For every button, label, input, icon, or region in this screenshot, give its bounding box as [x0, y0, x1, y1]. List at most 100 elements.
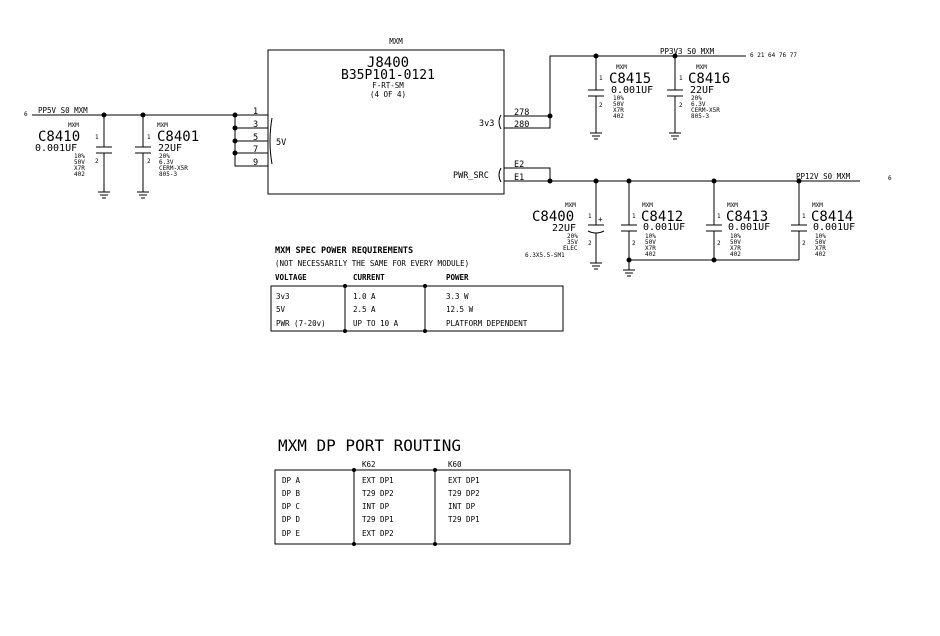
cap-value: 0.001UF — [611, 85, 653, 96]
pin-number: 2 — [599, 102, 603, 109]
pin-number: 1 — [717, 213, 721, 220]
cap-spec: 10% — [74, 153, 85, 160]
cap-spec: 805-3 — [691, 113, 709, 120]
spec-cell: 5V — [276, 305, 286, 314]
pin-number: 2 — [717, 240, 721, 247]
pin-number: 2 — [632, 240, 636, 247]
cap-group: MXM — [565, 202, 576, 209]
cap-group: MXM — [727, 202, 738, 209]
cap-spec: CERM-X5R — [159, 165, 188, 172]
cap-spec: X7R — [74, 165, 85, 172]
spec-table-border — [270, 285, 564, 332]
pp5v-net: 6 PP5V_S0_MXM — [24, 106, 235, 118]
dp-cell: INT DP — [362, 502, 390, 511]
dp-routing-table: MXM DP PORT ROUTING K62 K60 DP A EXT DP1… — [274, 436, 571, 546]
pin-5: 5 — [253, 133, 258, 143]
dp-table-dividers — [353, 470, 436, 544]
cap-spec: 10% — [730, 233, 741, 240]
cap-group: MXM — [616, 64, 627, 71]
dp-cell: DP E — [282, 529, 301, 538]
pin-number: 2 — [95, 158, 99, 165]
cap-spec: 20% — [567, 233, 578, 240]
connector-group-label: MXM — [389, 37, 403, 46]
cap-spec: 6.3V — [691, 101, 706, 108]
cap-spec: 6.3X5.5-SM1 — [525, 252, 565, 259]
capacitor-symbol — [667, 56, 683, 140]
junction-dot — [232, 138, 238, 144]
cap-spec: 805-3 — [159, 171, 177, 178]
pin-3: 3 — [253, 120, 258, 130]
spec-cell: 12.5 W — [446, 305, 474, 314]
cap-spec: X7R — [645, 245, 656, 252]
pin-e2: E2 — [514, 160, 524, 170]
pin-number: 1 — [588, 213, 592, 220]
capacitor-c8414: MXM C8414 0.001UF 1 2 10% 50V X7R 402 — [791, 181, 855, 260]
capacitor-symbol — [135, 115, 151, 199]
dp-cell: DP C — [282, 502, 300, 511]
ground-symbol — [623, 260, 635, 277]
pin-280: 280 — [514, 120, 529, 130]
cap-value: 22UF — [552, 223, 576, 234]
dp-cell: DP A — [282, 476, 301, 485]
cap-spec: X7R — [613, 107, 624, 114]
cap-group: MXM — [68, 122, 79, 129]
dp-cell: T29 DP1 — [448, 515, 480, 524]
cap-group: MXM — [696, 64, 707, 71]
polarity-plus: + — [598, 215, 603, 224]
spec-power-table: MXM SPEC POWER REQUIREMENTS (NOT NECESSA… — [270, 246, 564, 333]
capacitor-symbol — [588, 56, 604, 140]
junction-dot — [232, 125, 238, 131]
cap-spec: 20% — [691, 95, 702, 102]
dp-cell: T29 DP1 — [362, 515, 394, 524]
dp-cell: DP D — [282, 515, 301, 524]
pin-number: 1 — [95, 134, 99, 141]
spec-cell: UP TO 10 A — [353, 319, 399, 328]
capacitor-c8401: MXM C8401 22UF 1 2 20% 6.3V CERM-X5R 805… — [135, 115, 199, 199]
pin-9: 9 — [253, 158, 258, 168]
cap-refdes: C8412 — [641, 209, 683, 225]
dp-header-k62: K62 — [362, 460, 376, 469]
cap-refdes: C8400 — [532, 209, 574, 225]
connector-section: (4 OF 4) — [370, 90, 406, 99]
pin-number: 2 — [147, 158, 151, 165]
cap-spec: 10% — [613, 95, 624, 102]
cap-spec: 50V — [730, 239, 741, 246]
cap-spec: 50V — [645, 239, 656, 246]
cap-spec: 402 — [613, 113, 624, 120]
capacitor-symbol — [96, 115, 112, 199]
pin-number: 1 — [147, 134, 151, 141]
3v3-brace — [498, 114, 502, 130]
spec-header-power: POWER — [446, 273, 469, 282]
5v-brace — [269, 117, 273, 165]
table-dot — [343, 284, 347, 288]
connector-refdes: J8400 — [367, 55, 409, 71]
pwr-src-label: PWR_SRC — [453, 171, 489, 181]
pp5v-net-label: PP5V_S0_MXM — [38, 106, 88, 115]
connector-part-number: B35P101-0121 — [341, 68, 435, 83]
capacitor-c8416: MXM C8416 22UF 1 2 20% 6.3V CERM-X5R 805… — [667, 56, 730, 140]
spec-cell: 2.5 A — [353, 305, 376, 314]
pin-number: 1 — [802, 213, 806, 220]
table-dot — [433, 468, 437, 472]
pp3v3-wire — [549, 55, 746, 116]
capacitor-symbol — [587, 181, 605, 270]
cap-spec: 50V — [74, 159, 85, 166]
capacitor-c8412: MXM C8412 0.001UF 1 2 10% 50V X7R 402 — [621, 181, 685, 260]
capacitor-c8413: MXM C8413 0.001UF 1 2 10% 50V X7R 402 — [706, 181, 770, 260]
cap-spec: 10% — [645, 233, 656, 240]
pin-278: 278 — [514, 108, 529, 118]
connector-5v-pin-lines — [234, 114, 268, 167]
cap-value: 0.001UF — [35, 143, 77, 154]
spec-table-dividers — [344, 286, 426, 331]
capacitor-symbol — [706, 181, 722, 260]
junction-dot — [232, 150, 238, 156]
capacitor-c8410: MXM C8410 0.001UF 1 2 10% 50V X7R 402 — [35, 115, 112, 199]
spec-cell: 3v3 — [276, 292, 290, 301]
spec-cell: PWR (7-20v) — [276, 319, 326, 328]
pp12v-page-ref: 6 — [888, 175, 892, 182]
cap-refdes: C8401 — [157, 129, 199, 145]
cap-group: MXM — [157, 122, 168, 129]
connector-3v3-pin-lines — [504, 115, 551, 129]
dp-cell: T29 DP2 — [448, 489, 480, 498]
pin-e1: E1 — [514, 173, 524, 183]
